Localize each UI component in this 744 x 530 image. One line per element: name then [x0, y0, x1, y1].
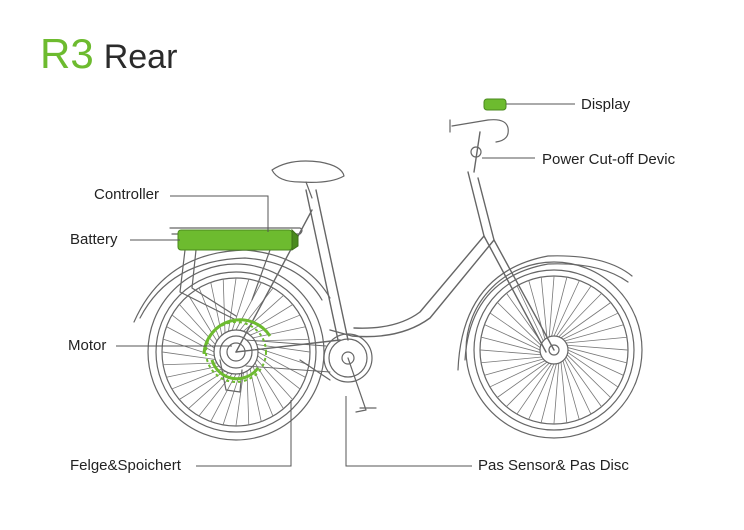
spoke — [548, 275, 555, 338]
leader-pas — [345, 396, 472, 467]
spoke — [257, 355, 301, 390]
hub-motor — [205, 321, 267, 383]
spoke — [162, 362, 218, 366]
model-position: Rear — [103, 38, 178, 76]
spoke — [566, 344, 629, 351]
spoke — [560, 361, 568, 424]
spoke — [528, 363, 555, 420]
front-fender — [464, 263, 629, 361]
label-felge: Felge&Spoichert — [70, 457, 181, 474]
handlebar — [449, 119, 509, 158]
label-pas-sensor: Pas Sensor& Pas Disc — [478, 457, 629, 474]
frame — [235, 131, 555, 353]
spoke — [553, 362, 560, 425]
highlighted-components — [177, 98, 507, 383]
spoke — [556, 285, 592, 337]
rear-rack — [169, 227, 303, 321]
spoke — [246, 370, 250, 426]
spoke — [210, 373, 237, 422]
spoke — [566, 354, 612, 399]
spoke — [479, 349, 542, 356]
spoke — [222, 373, 241, 426]
spoke — [246, 304, 294, 334]
rear-fender — [139, 257, 323, 319]
spoke — [565, 336, 628, 344]
front-wheel — [465, 261, 643, 439]
spoke — [489, 360, 546, 388]
spoke — [252, 326, 306, 339]
spoke — [516, 285, 544, 342]
leader-felge — [196, 400, 292, 467]
spoke — [249, 314, 301, 336]
label-controller: Controller — [94, 186, 160, 203]
spoke — [567, 347, 628, 364]
spoke — [551, 276, 568, 337]
spoke — [484, 324, 541, 351]
spoke — [565, 356, 602, 408]
spoke — [567, 352, 619, 388]
display-unit — [483, 98, 507, 111]
spoke — [489, 312, 541, 348]
spoke — [505, 362, 550, 408]
spoke — [553, 280, 580, 337]
spoke — [484, 358, 544, 376]
spoke — [171, 368, 223, 390]
spoke — [235, 372, 244, 427]
spoke — [567, 349, 624, 376]
spoke — [562, 360, 580, 420]
label-display: Display — [581, 96, 631, 113]
label-motor: Motor — [68, 337, 107, 354]
spoke — [558, 292, 603, 338]
rear-cassette — [213, 329, 259, 393]
spoke — [564, 324, 624, 342]
spoke — [162, 338, 215, 357]
model-code: R3 — [40, 30, 94, 77]
spoke — [257, 351, 306, 378]
spoke — [166, 365, 220, 378]
spoke — [564, 358, 592, 415]
spoke — [540, 276, 548, 339]
leader-controller — [170, 195, 269, 232]
battery-pack — [177, 229, 293, 251]
spoke — [496, 361, 548, 398]
spoke — [161, 351, 216, 360]
label-power-cutoff: Power Cut-off Devic — [542, 151, 676, 168]
rear-wheel — [147, 263, 325, 441]
spoke — [480, 356, 543, 364]
label-battery: Battery — [70, 231, 118, 248]
spoke — [496, 301, 542, 346]
spoke — [562, 312, 619, 340]
spoke — [560, 302, 612, 339]
spoke — [480, 336, 541, 353]
spoke — [540, 363, 557, 424]
saddle — [271, 160, 345, 199]
spoke — [516, 363, 552, 415]
